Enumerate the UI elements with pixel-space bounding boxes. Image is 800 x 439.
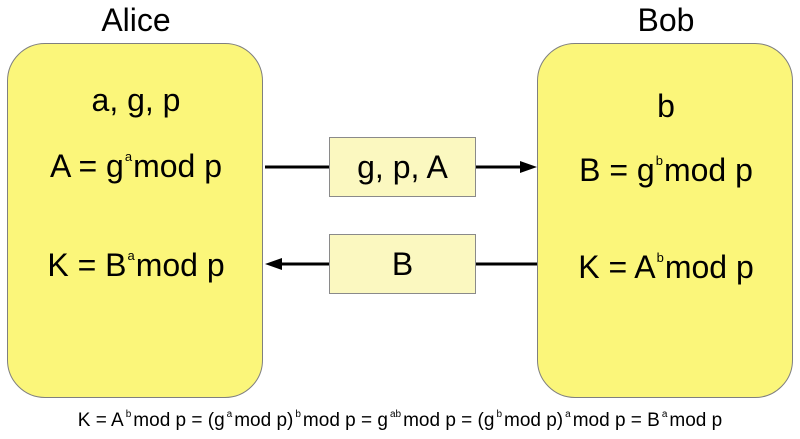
- alice-key-exponent: a: [127, 248, 135, 263]
- alice-key-base: K = B: [47, 247, 127, 283]
- equation-part: mod p): [504, 410, 564, 431]
- equation-exponent: ab: [389, 409, 402, 420]
- equation-part: mod p = g: [302, 410, 388, 431]
- bob-public-mod: mod p: [663, 152, 753, 188]
- bob-key-base: K = A: [578, 249, 656, 285]
- alice-public-value: A = gamod p: [8, 148, 264, 185]
- equation-exponent: b: [496, 409, 502, 420]
- bob-public-exponent: b: [655, 153, 663, 168]
- equation-part: mod p = (g: [133, 410, 225, 431]
- equation-exponent: b: [295, 409, 301, 420]
- equation-part: mod p): [234, 410, 294, 431]
- alice-key-mod: mod p: [135, 247, 225, 283]
- alice-public-mod: mod p: [133, 148, 222, 184]
- equation-exponent: b: [125, 409, 132, 420]
- equation-part: mod p = B: [572, 410, 660, 431]
- alice-public-base: A = g: [49, 148, 124, 184]
- bob-title: Bob: [637, 2, 695, 38]
- arrow-alice-to-bob: [265, 161, 537, 173]
- arrow-bob-to-alice: [265, 258, 537, 270]
- alice-box: a, g, p A = gamod p K = Bamod p: [7, 43, 263, 398]
- alice-public-exponent: a: [124, 149, 133, 164]
- alice-title: Alice: [101, 2, 171, 38]
- equation-part: K = A: [77, 410, 124, 431]
- alice-shared-key: K = Bamod p: [8, 247, 264, 284]
- bob-shared-key: K = Abmod p: [538, 249, 794, 286]
- equation-exponent: a: [661, 409, 668, 420]
- bob-key-exponent: b: [656, 250, 664, 265]
- bob-public-base: B = g: [579, 152, 655, 188]
- bob-box: b B = gbmod p K = Abmod p: [537, 43, 793, 398]
- bob-public-value: B = gbmod p: [538, 152, 794, 189]
- equation-part: mod p: [669, 410, 723, 431]
- message-to-bob: g, p, A: [329, 137, 476, 197]
- message-to-alice: B: [329, 234, 476, 294]
- equation-part: mod p = (g: [403, 410, 495, 431]
- bob-key-mod: mod p: [664, 249, 754, 285]
- bob-secret: b: [657, 88, 675, 124]
- equation-exponent: a: [226, 409, 233, 420]
- equation-exponent: a: [565, 409, 571, 420]
- alice-params: a, g, p: [91, 82, 181, 118]
